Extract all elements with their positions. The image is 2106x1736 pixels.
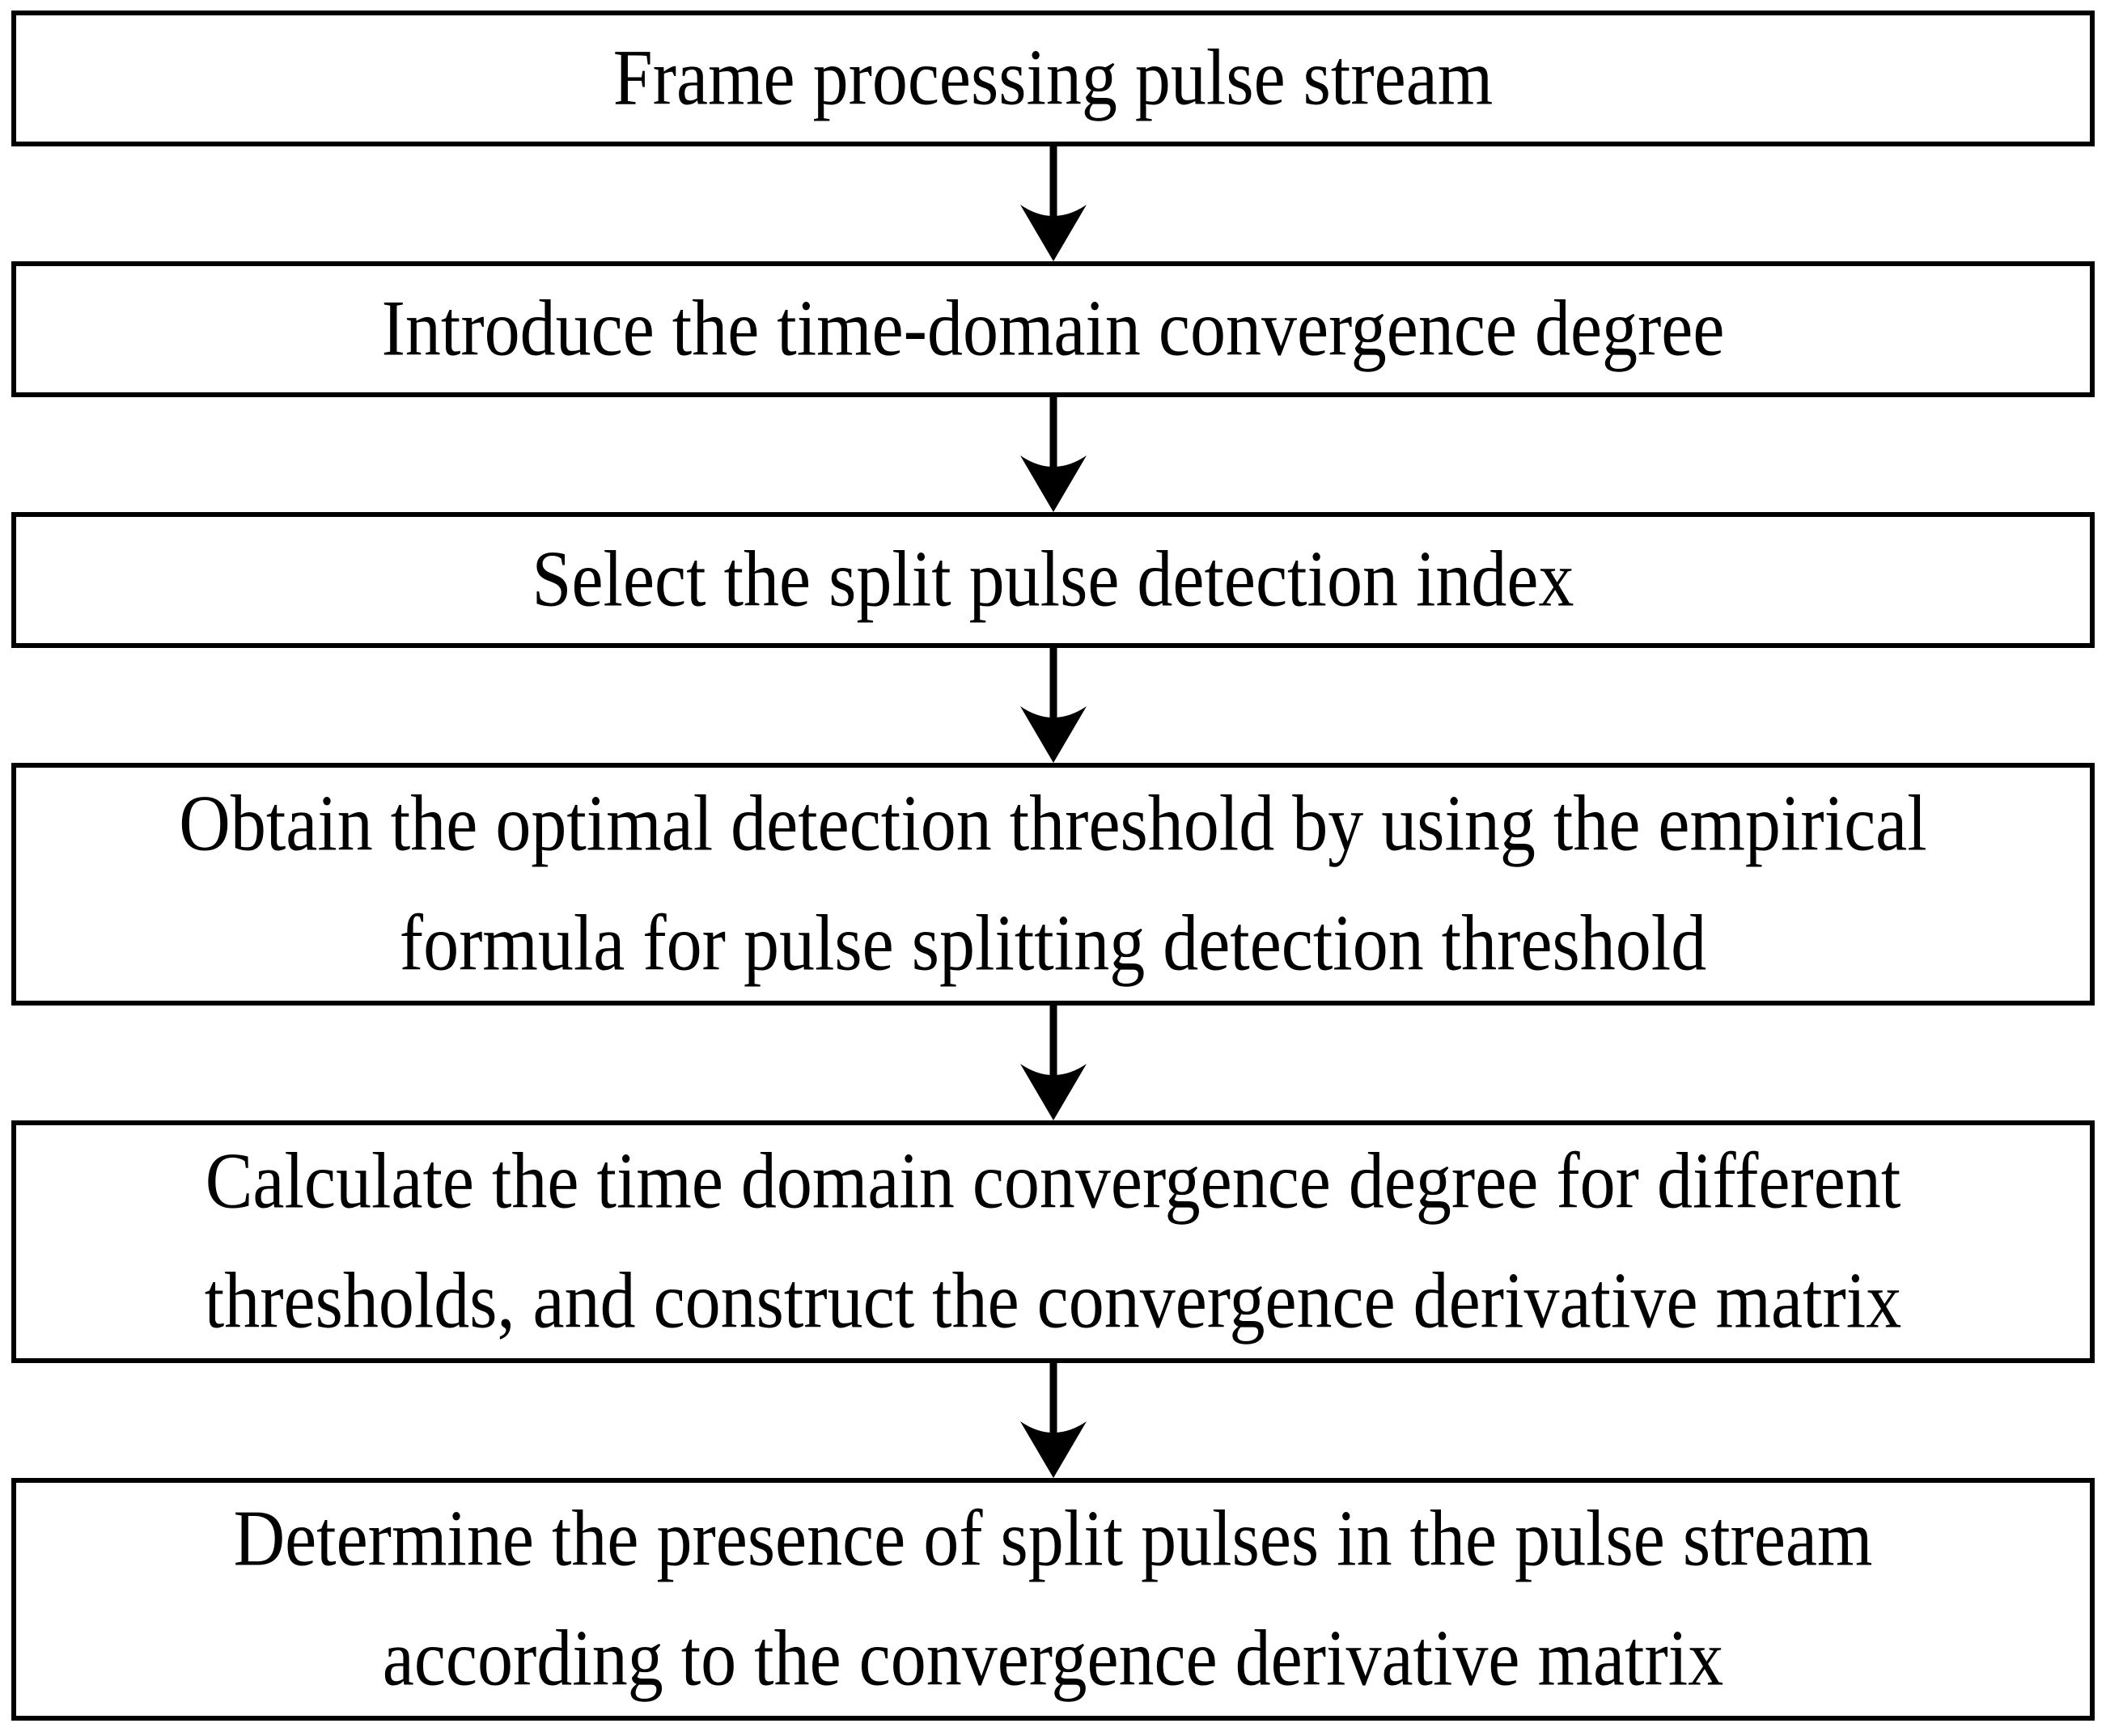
down-arrow-icon	[1019, 397, 1087, 512]
flow-step-6-box: Determine the presence of split pulses i…	[11, 1478, 2095, 1721]
flow-step-4-box: Obtain the optimal detection threshold b…	[11, 763, 2095, 1006]
flow-step-3-label: Select the split pulse detection index	[532, 520, 1574, 640]
arrow-row-1	[11, 146, 2095, 261]
step-text-line: Determine the presence of split pulses i…	[233, 1495, 1873, 1583]
flow-step-1-box: Frame processing pulse stream	[11, 11, 2095, 146]
down-arrow-icon	[1019, 648, 1087, 763]
arrow-row-3	[11, 648, 2095, 763]
flow-step-1-label: Frame processing pulse stream	[613, 19, 1494, 138]
step-text-line: Calculate the time domain convergence de…	[205, 1137, 1901, 1226]
step-text-line: formula for pulse splitting detection th…	[399, 900, 1707, 988]
down-arrow-icon	[1019, 1006, 1087, 1120]
flow-step-3-box: Select the split pulse detection index	[11, 512, 2095, 648]
step-text-line: Obtain the optimal detection threshold b…	[179, 780, 1927, 868]
step-text-line: Frame processing pulse stream	[612, 34, 1494, 122]
arrow-row-4	[11, 1006, 2095, 1120]
step-text-line: according to the convergence derivative …	[382, 1615, 1724, 1703]
step-text-line: Introduce the time-domain convergence de…	[381, 285, 1725, 373]
flow-step-5-box: Calculate the time domain convergence de…	[11, 1120, 2095, 1363]
arrow-row-5	[11, 1363, 2095, 1478]
down-arrow-icon	[1019, 146, 1087, 261]
arrow-row-2	[11, 397, 2095, 512]
flow-step-2-label: Introduce the time-domain convergence de…	[382, 269, 1725, 389]
step-text-line: Select the split pulse detection index	[532, 536, 1574, 624]
flow-step-4-label: Obtain the optimal detection threshold b…	[179, 768, 1927, 1001]
down-arrow-icon	[1019, 1363, 1087, 1478]
flow-step-2-box: Introduce the time-domain convergence de…	[11, 261, 2095, 397]
step-text-line: thresholds, and construct the convergenc…	[204, 1257, 1902, 1345]
flow-step-6-label: Determine the presence of split pulses i…	[233, 1483, 1873, 1716]
flow-step-5-label: Calculate the time domain convergence de…	[204, 1125, 1902, 1358]
